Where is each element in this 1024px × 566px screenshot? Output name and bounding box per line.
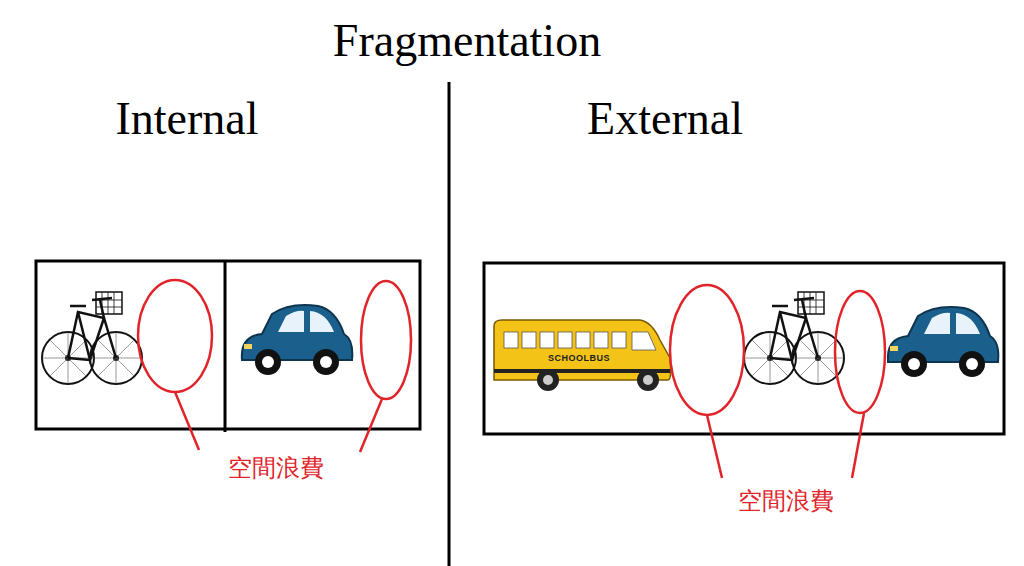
waste-label: 空間浪費 [738,488,834,514]
waste-label: 空間浪費 [228,455,324,481]
section-heading: Internal [115,94,258,145]
bus-lettering: SCHOOLBUS [548,354,610,364]
divider-line [448,82,451,566]
diagram-title: Fragmentation [333,16,601,67]
school-bus-icon [494,320,671,391]
memory-box [36,261,420,429]
section-heading: External [587,94,743,145]
memory-box [484,263,1004,434]
partition-line [224,261,227,432]
waste-highlight [138,280,885,415]
